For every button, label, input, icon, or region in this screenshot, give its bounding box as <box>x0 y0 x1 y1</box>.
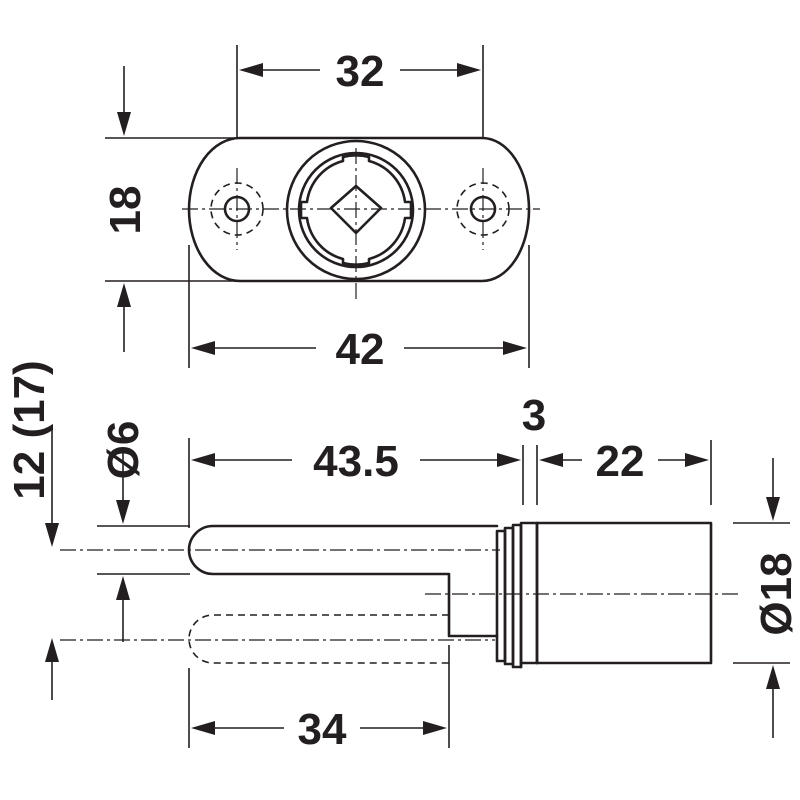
key-diamond <box>329 184 383 235</box>
dim-label-3: 3 <box>522 391 546 440</box>
dimension-43-5: 43.5 <box>191 437 521 486</box>
screw-hole-right <box>469 195 497 223</box>
cylinder-inner-ring <box>297 151 415 269</box>
cylinder-plug <box>299 154 413 266</box>
dim-label-32: 32 <box>336 47 385 96</box>
dim-label-dia-6: Ø6 <box>99 421 148 480</box>
dimension-18: 18 <box>101 66 150 352</box>
side-view: 43.5 3 22 Ø6 12 (17) <box>5 360 800 754</box>
bolt-retracted-outline <box>188 614 449 664</box>
dimension-dia-6: Ø6 <box>99 421 148 642</box>
cylinder-outer-ring <box>285 139 427 281</box>
screw-hole-left <box>223 195 251 223</box>
dim-label-34: 34 <box>298 705 347 754</box>
dimension-12-17: 12 (17) <box>5 360 59 700</box>
dimension-dia-18: Ø18 <box>752 458 800 738</box>
dimension-3: 3 <box>522 391 546 440</box>
dimension-22: 22 <box>539 437 709 486</box>
dimension-34: 34 <box>191 705 447 754</box>
bolt-extended <box>187 524 499 638</box>
countersink-left <box>210 182 264 236</box>
dim-label-dia-18: Ø18 <box>752 552 800 635</box>
dim-label-22: 22 <box>596 437 645 486</box>
dim-label-42: 42 <box>336 325 385 374</box>
countersink-right <box>456 182 510 236</box>
dimension-32: 32 <box>239 47 481 96</box>
dimension-42: 42 <box>191 325 527 374</box>
dim-label-12-17: 12 (17) <box>5 360 54 499</box>
dim-label-18: 18 <box>101 186 150 235</box>
dim-label-43-5: 43.5 <box>313 437 399 486</box>
top-view: 32 18 42 <box>101 45 540 374</box>
mounting-plate <box>187 136 531 283</box>
cylinder-body <box>535 521 713 665</box>
